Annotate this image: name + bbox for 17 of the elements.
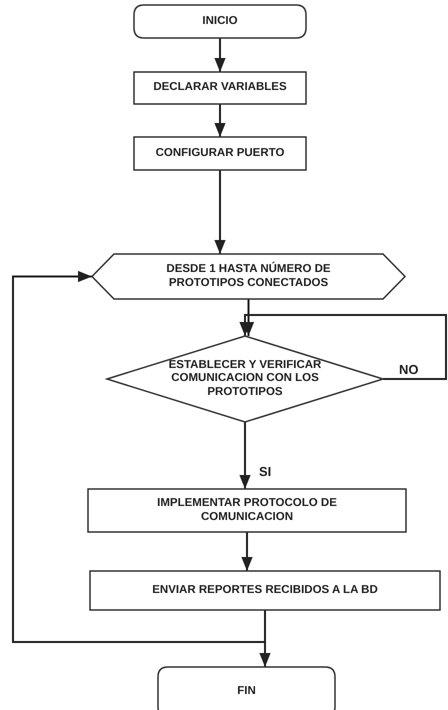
node-text: IMPLEMENTAR PROTOCOLO DE COMUNICACION (156, 497, 338, 524)
arrow (214, 104, 226, 137)
node-text: ENVIAR REPORTES RECIBIDOS A LA BD (151, 584, 379, 598)
edge-label: SI (258, 464, 272, 479)
node-text: FIN (236, 685, 257, 699)
node-text: CONFIGURAR PUERTO (154, 146, 286, 160)
arrow (241, 532, 253, 571)
arrow (239, 314, 447, 380)
arrow (12, 270, 266, 643)
node-text: DECLARAR VARIABLES (152, 81, 288, 95)
arrow (214, 38, 226, 72)
arrow (214, 170, 226, 254)
node-text: ESTABLECER Y VERIFICAR COMUNICACION CON LOS PROTOTIPOS (168, 359, 322, 399)
node-text: INICIO (201, 14, 239, 28)
arrow (239, 422, 251, 489)
edge-label: NO (398, 362, 420, 377)
node-text: DESDE 1 HASTA NÚMERO DE PROTOTIPOS CONECTADOS (165, 263, 332, 290)
